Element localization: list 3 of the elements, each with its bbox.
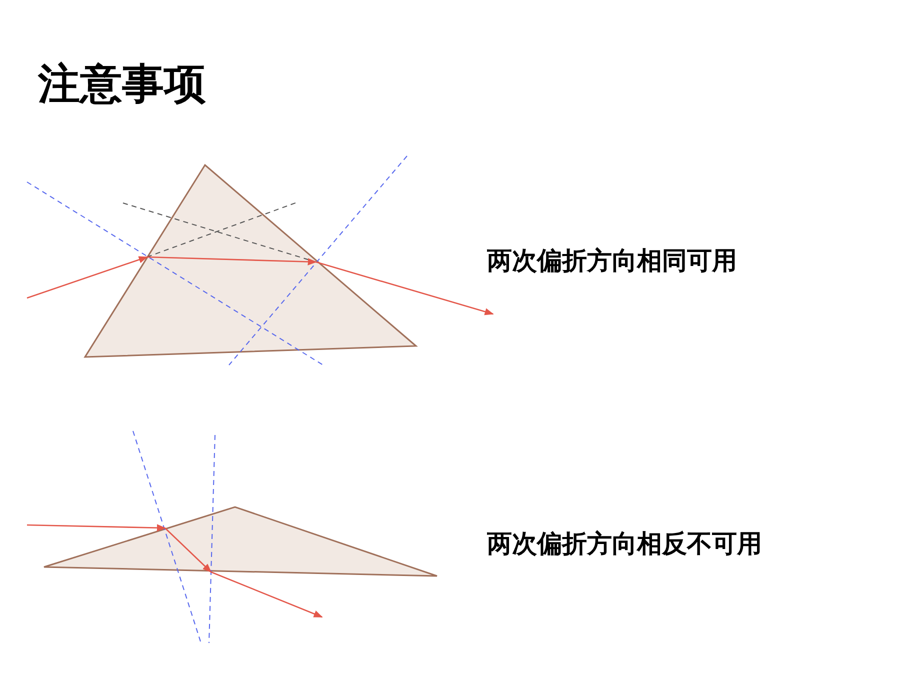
note-text: 两次偏折方向相反不可用 (487, 528, 762, 560)
title: 注意事项 (38, 58, 206, 110)
note-text: 两次偏折方向相同可用 (487, 245, 737, 277)
